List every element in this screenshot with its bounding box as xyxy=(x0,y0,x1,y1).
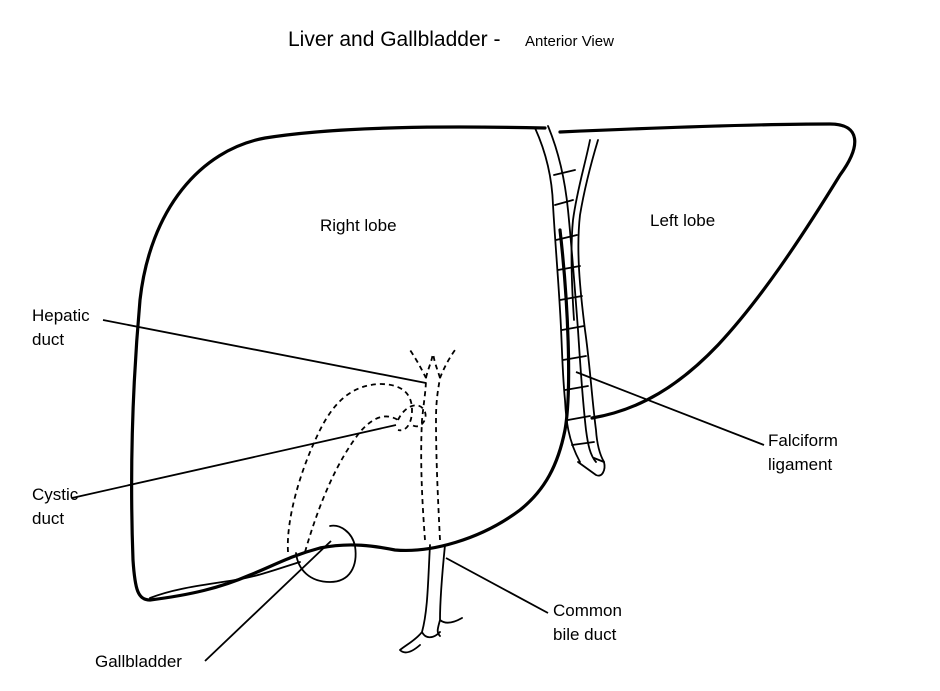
falciform-ligament-label-line1: Falciform xyxy=(768,431,838,450)
falciform-ligament-band-right xyxy=(577,139,605,463)
right-lobe-outline xyxy=(130,125,571,602)
hepatic-duct-hidden-left xyxy=(409,349,427,541)
common-bile-duct-label-line1: Common xyxy=(553,601,622,620)
gallbladder-fundus xyxy=(295,524,357,583)
gallbladder-hidden-inner xyxy=(304,415,399,553)
falciform-ligament-label-line2: ligament xyxy=(768,455,833,474)
cystic-duct-label-line2: duct xyxy=(32,509,64,528)
hepatic-duct-leader xyxy=(102,319,427,384)
common-bile-duct xyxy=(399,544,463,654)
gallbladder-hidden-outline xyxy=(286,383,413,553)
falciform-ligament-band-edge xyxy=(570,139,591,321)
hepatic-duct-label-line1: Hepatic xyxy=(32,306,90,325)
falciform-ligament-band-left xyxy=(534,127,581,463)
cystic-duct-leader xyxy=(71,424,397,499)
inferior-border-line xyxy=(149,561,301,599)
cystic-duct-hidden xyxy=(397,404,427,428)
hepatic-duct-hidden-right xyxy=(435,349,456,541)
right-lobe-label: Right lobe xyxy=(320,216,397,235)
falciform-ligament-end xyxy=(577,457,606,477)
diagram-title: Liver and Gallbladder - xyxy=(288,28,500,51)
hepatic-duct-label-line2: duct xyxy=(32,330,64,349)
left-lobe-label: Left lobe xyxy=(650,211,715,230)
falciform-ligament-wrinkles xyxy=(553,169,595,446)
common-bile-duct-leader xyxy=(445,557,549,614)
falciform-ligament-band-mid xyxy=(547,125,597,463)
diagram-subtitle: Anterior View xyxy=(525,33,614,50)
gallbladder-leader xyxy=(204,540,332,662)
left-lobe-outline xyxy=(558,122,857,420)
gallbladder-label: Gallbladder xyxy=(95,652,182,671)
common-bile-duct-label-line2: bile duct xyxy=(553,625,617,644)
hepatic-duct-branch xyxy=(425,351,441,379)
cystic-duct-label-line1: Cystic xyxy=(32,485,79,504)
falciform-ligament-leader xyxy=(575,371,765,446)
